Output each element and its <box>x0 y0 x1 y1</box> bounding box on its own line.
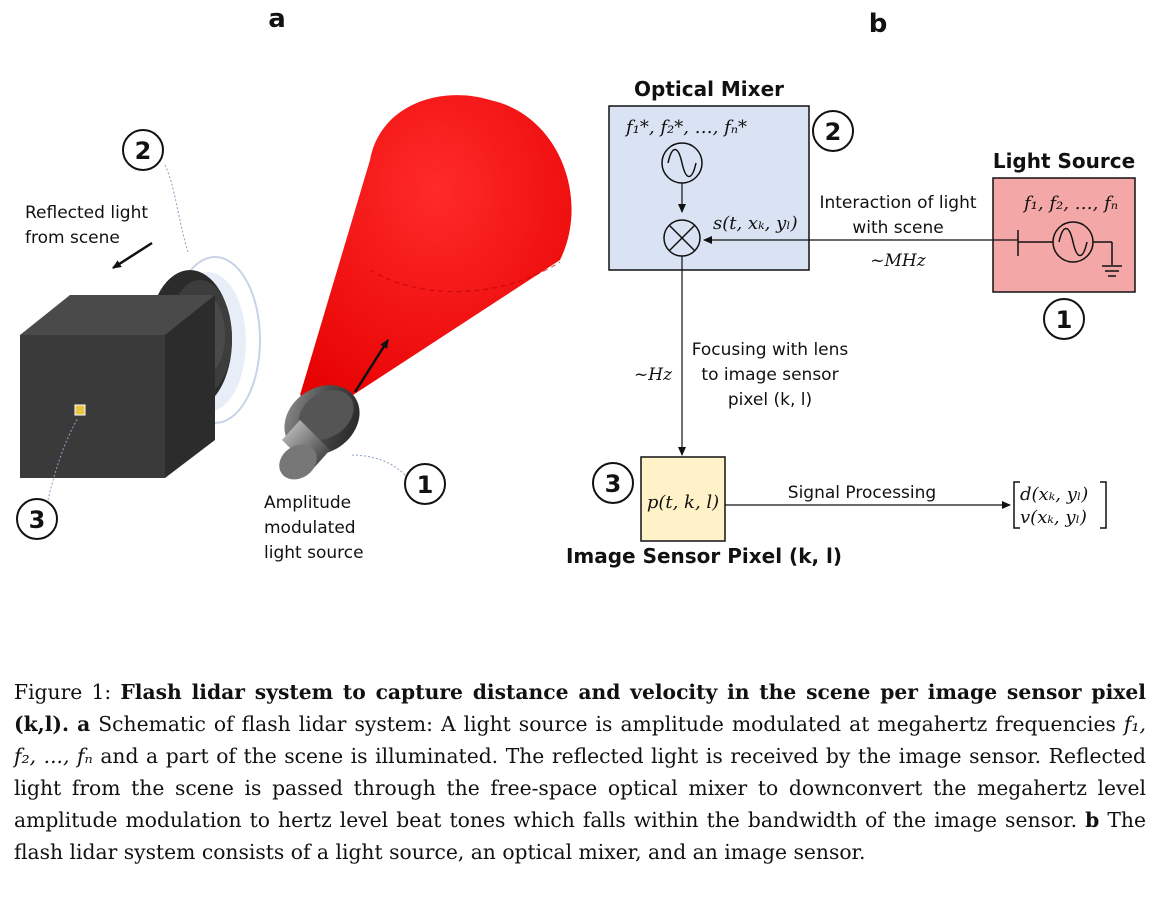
caption-text-a-2: and a part of the scene is illuminated. … <box>14 744 1146 832</box>
caption-title: Flash lidar system to capture distance a… <box>14 680 1146 736</box>
svg-text:3: 3 <box>605 470 622 498</box>
signal-s: s(t, xₖ, yₗ) <box>713 213 798 234</box>
hz-label: ~Hz <box>634 365 673 385</box>
beam-direction-arrow <box>353 339 390 393</box>
output-d: d(xₖ, yₗ) <box>1020 484 1088 505</box>
svg-text:2: 2 <box>135 137 152 165</box>
output-vector: d(xₖ, yₗ) v(xₖ, yₗ) <box>1013 481 1107 529</box>
svg-text:3: 3 <box>29 506 46 534</box>
caption-prefix: Figure 1: <box>14 680 121 704</box>
output-v: v(xₖ, yₗ) <box>1020 507 1087 528</box>
source-label-3: light source <box>264 543 364 563</box>
ground-icon <box>1102 265 1122 277</box>
light-source-box <box>992 177 1136 293</box>
panel-b-letter: b <box>869 9 888 39</box>
light-source-emitter <box>279 385 360 480</box>
figure-caption: Figure 1: Flash lidar system to capture … <box>14 676 1146 868</box>
sensor-pixel-marker <box>74 404 86 416</box>
marker-3-a: 3 <box>16 498 58 540</box>
mhz-label: ~MHz <box>870 251 926 271</box>
panel-a-letter: a <box>268 4 286 34</box>
caption-freqs: f₁, f₂, ..., fₙ <box>14 712 1146 768</box>
leader-3-a <box>47 417 79 501</box>
figure-diagram: a Reflected light from scene Amplitude m… <box>16 4 1136 568</box>
focus-label: Focusing with lens <box>692 340 849 360</box>
signal-processing-label: Signal Processing <box>788 483 936 503</box>
marker-3-b: 3 <box>592 462 634 504</box>
image-sensor-box <box>640 456 726 542</box>
caption-text-b: The flash lidar system consists of a lig… <box>14 808 1146 864</box>
optical-mixer-title: Optical Mixer <box>634 77 784 101</box>
focus-label-2: to image sensor <box>701 365 838 385</box>
marker-2-b: 2 <box>812 110 854 152</box>
svg-text:1: 1 <box>417 471 434 499</box>
pixel-signal: p(t, k, l) <box>647 492 719 513</box>
light-beam-cone <box>300 95 572 410</box>
camera-body <box>20 256 261 478</box>
reflected-light-label: Reflected light <box>25 203 148 223</box>
svg-text:1: 1 <box>1056 306 1073 334</box>
sensor-title: Image Sensor Pixel (k, l) <box>566 544 842 568</box>
source-label-2: modulated <box>264 518 356 538</box>
leader-1-a <box>349 454 406 476</box>
source-freqs: f₁, f₂, …, fₙ <box>1022 193 1118 214</box>
interaction-label-2: with scene <box>852 218 943 238</box>
oscillator-icon-source <box>1017 221 1113 265</box>
caption-text-a: Schematic of flash lidar system: A light… <box>98 712 1116 736</box>
interaction-label: Interaction of light <box>819 193 976 213</box>
leader-2-a <box>164 164 189 253</box>
marker-1-a: 1 <box>404 463 446 505</box>
caption-b-label: b <box>1085 808 1100 832</box>
svg-text:2: 2 <box>825 118 842 146</box>
marker-2-a: 2 <box>122 129 164 171</box>
source-label: Amplitude <box>264 493 351 513</box>
reflected-light-label-2: from scene <box>25 228 120 248</box>
marker-1-b: 1 <box>1043 298 1085 340</box>
caption-a-label: a <box>77 712 91 736</box>
focus-label-3: pixel (k, l) <box>728 390 812 410</box>
reflected-light-arrow <box>112 241 153 270</box>
mixer-freqs: f₁*, f₂*, …, fₙ* <box>624 117 747 138</box>
light-source-title: Light Source <box>993 149 1135 173</box>
